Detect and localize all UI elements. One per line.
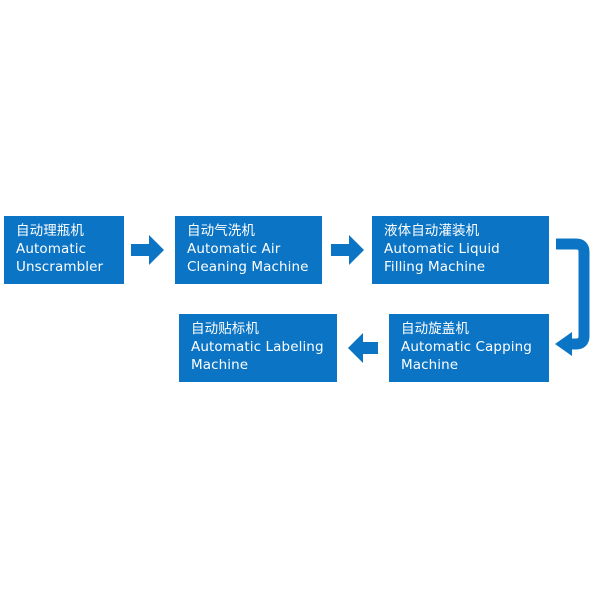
step-box-air-cleaning: 自动气洗机 Automatic Air Cleaning Machine: [175, 216, 322, 284]
step-label-zh: 自动理瓶机: [16, 223, 84, 239]
step-label-zh: 自动气洗机: [187, 223, 255, 239]
arrow-left-icon: [348, 333, 378, 363]
step-box-labeling: 自动贴标机 Automatic Labeling Machine: [179, 314, 337, 382]
step-label-en-line1: Automatic Labeling: [191, 339, 324, 355]
step-label-en-line1: Automatic Liquid: [384, 241, 500, 257]
arrow-right-icon: [131, 235, 164, 265]
arrow-right-icon: [331, 235, 364, 265]
step-label-zh: 液体自动灌装机: [384, 223, 480, 239]
step-label-en-line1: Automatic Capping: [401, 339, 532, 355]
step-box-liquid-filling: 液体自动灌装机 Automatic Liquid Filling Machine: [372, 216, 549, 284]
step-label-en-line2: Machine: [401, 357, 459, 373]
step-box-capping: 自动旋盖机 Automatic Capping Machine: [389, 314, 549, 382]
step-label-en-line2: Unscrambler: [16, 259, 104, 275]
step-label-zh: 自动贴标机: [191, 321, 259, 337]
step-box-unscrambler: 自动理瓶机 Automatic Unscrambler: [4, 216, 124, 284]
step-label-en-line2: Machine: [191, 357, 249, 373]
step-label-en-line1: Automatic: [16, 241, 87, 257]
step-label-en-line2: Filling Machine: [384, 259, 486, 275]
step-label-en-line1: Automatic Air: [187, 241, 281, 257]
arrow-curved-down-left-icon: [556, 238, 590, 350]
step-label-en-line2: Cleaning Machine: [187, 259, 309, 275]
arrow-head-left-icon: [555, 332, 572, 356]
step-label-zh: 自动旋盖机: [401, 321, 469, 337]
